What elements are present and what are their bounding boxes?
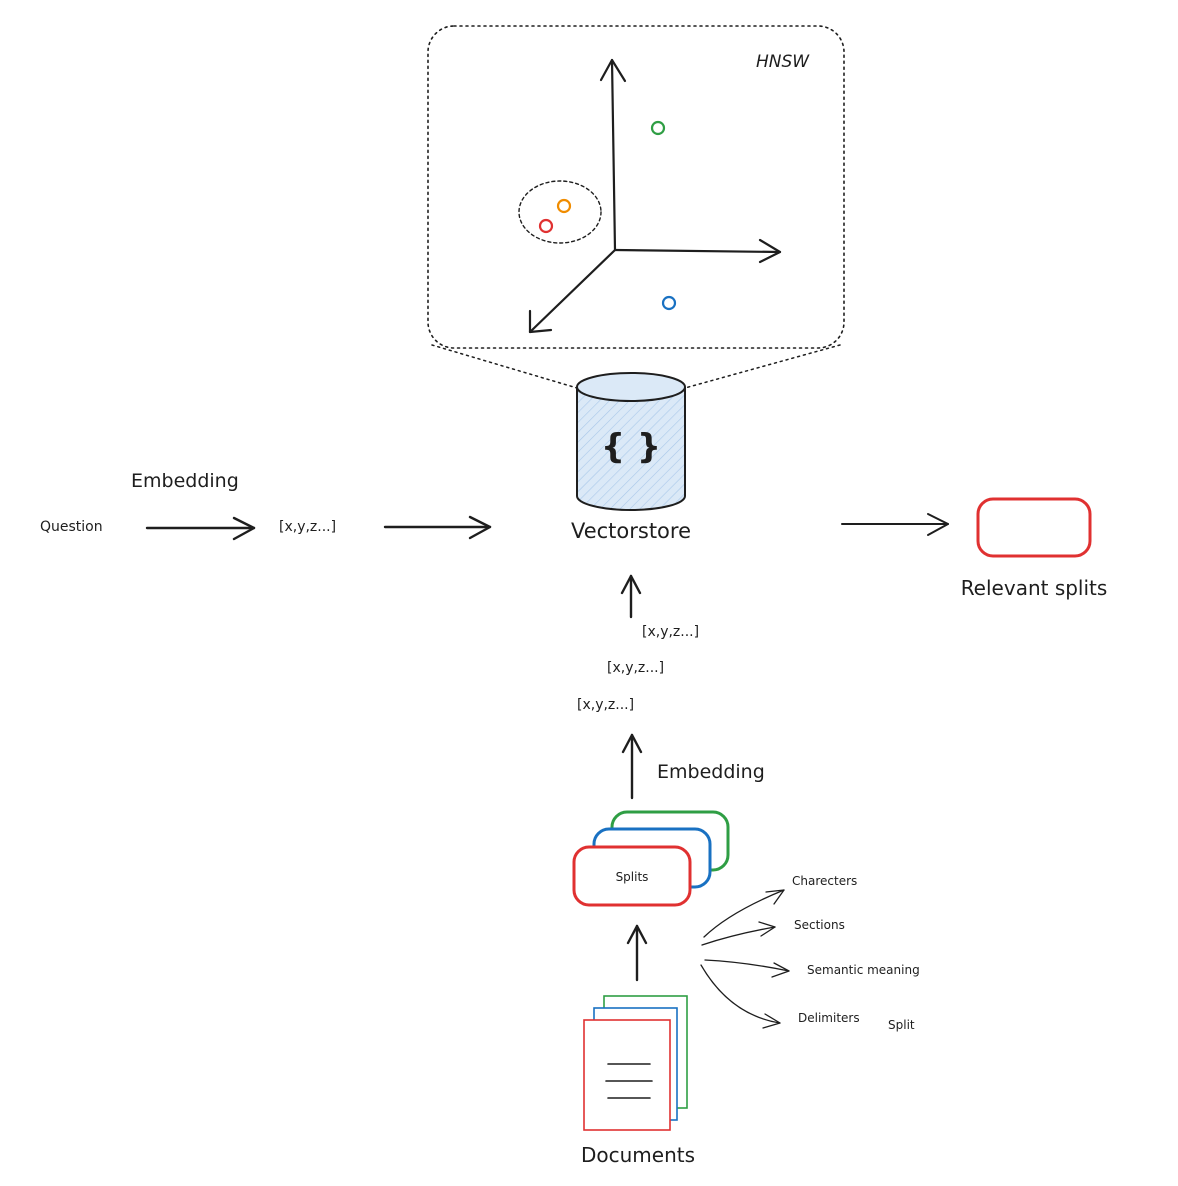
vectorstore-label: Vectorstore (571, 519, 691, 543)
split-arrow-semantic (704, 959, 790, 972)
split-arrow-sections (701, 926, 776, 946)
query-vector-label: [x,y,z...] (279, 519, 336, 535)
split-arrowhead-characters (765, 889, 785, 905)
relevant-splits-box (976, 497, 1092, 558)
split-caption: Split (888, 1018, 915, 1032)
split-card-red (572, 845, 692, 907)
red-vector-label: [x,y,z...] (577, 697, 634, 713)
question-label: Question (40, 519, 103, 535)
split-arrowhead-sections (758, 921, 776, 937)
y-axis-arrowhead (599, 58, 627, 83)
y-axis (610, 58, 617, 252)
output-arrowhead (927, 513, 949, 536)
split-arrow-delimiters (700, 964, 781, 1024)
documents-label: Documents (581, 1143, 695, 1167)
splits-to-vectors-arrowhead (621, 733, 643, 754)
hnsw-frame (427, 25, 845, 349)
split-arrow-characters (703, 889, 785, 938)
hnsw-label: HNSW (756, 52, 810, 72)
query-vector-arrowhead (468, 515, 492, 540)
split-method-semantic: Semantic meaning (807, 963, 920, 977)
x-axis-arrowhead (758, 238, 782, 264)
blue-vector-point (661, 295, 677, 311)
curly-braces-icon: { } (601, 427, 661, 467)
zoom-line-right (684, 344, 841, 389)
hnsw-panel: HNSW (427, 25, 845, 389)
document-page-red (583, 1019, 671, 1131)
docs-to-splits-arrowhead (626, 924, 648, 945)
z-axis (528, 248, 617, 334)
output-path: Relevant splits (841, 497, 1108, 600)
cluster-ellipse (518, 180, 602, 244)
red-vector-point (538, 218, 554, 234)
zoom-line-left (431, 344, 578, 389)
cylinder-body (576, 387, 686, 511)
doc-embedding-label: Embedding (657, 761, 765, 783)
blue-vector-label: [x,y,z...] (607, 660, 664, 676)
split-arrowhead-semantic (771, 962, 790, 978)
document-path: [x,y,z...] [x,y,z...] [x,y,z...] Embeddi… (572, 574, 765, 1167)
cylinder-top (576, 372, 686, 402)
z-axis-arrowhead (528, 309, 553, 334)
document-text-lines (605, 1063, 653, 1099)
split-arrowhead-delimiters (762, 1013, 781, 1029)
relevant-splits-label: Relevant splits (961, 576, 1108, 600)
query-embedding-label: Embedding (131, 470, 239, 492)
splits-label: Splits (616, 870, 649, 884)
split-methods: Charecters Sections Semantic meaning Del… (700, 874, 920, 1032)
split-method-characters: Charecters (792, 874, 857, 888)
vectorstore-node: { } Vectorstore (571, 372, 691, 543)
x-axis (613, 248, 782, 254)
orange-vector-point (556, 198, 572, 214)
vectors-to-store-arrowhead (620, 574, 642, 595)
green-vector-label: [x,y,z...] (642, 624, 699, 640)
query-path: Question Embedding [x,y,z...] (40, 470, 492, 541)
question-arrowhead (232, 516, 256, 541)
split-method-sections: Sections (794, 918, 845, 932)
split-method-delimiters: Delimiters (798, 1011, 860, 1025)
green-vector-point (650, 120, 666, 136)
